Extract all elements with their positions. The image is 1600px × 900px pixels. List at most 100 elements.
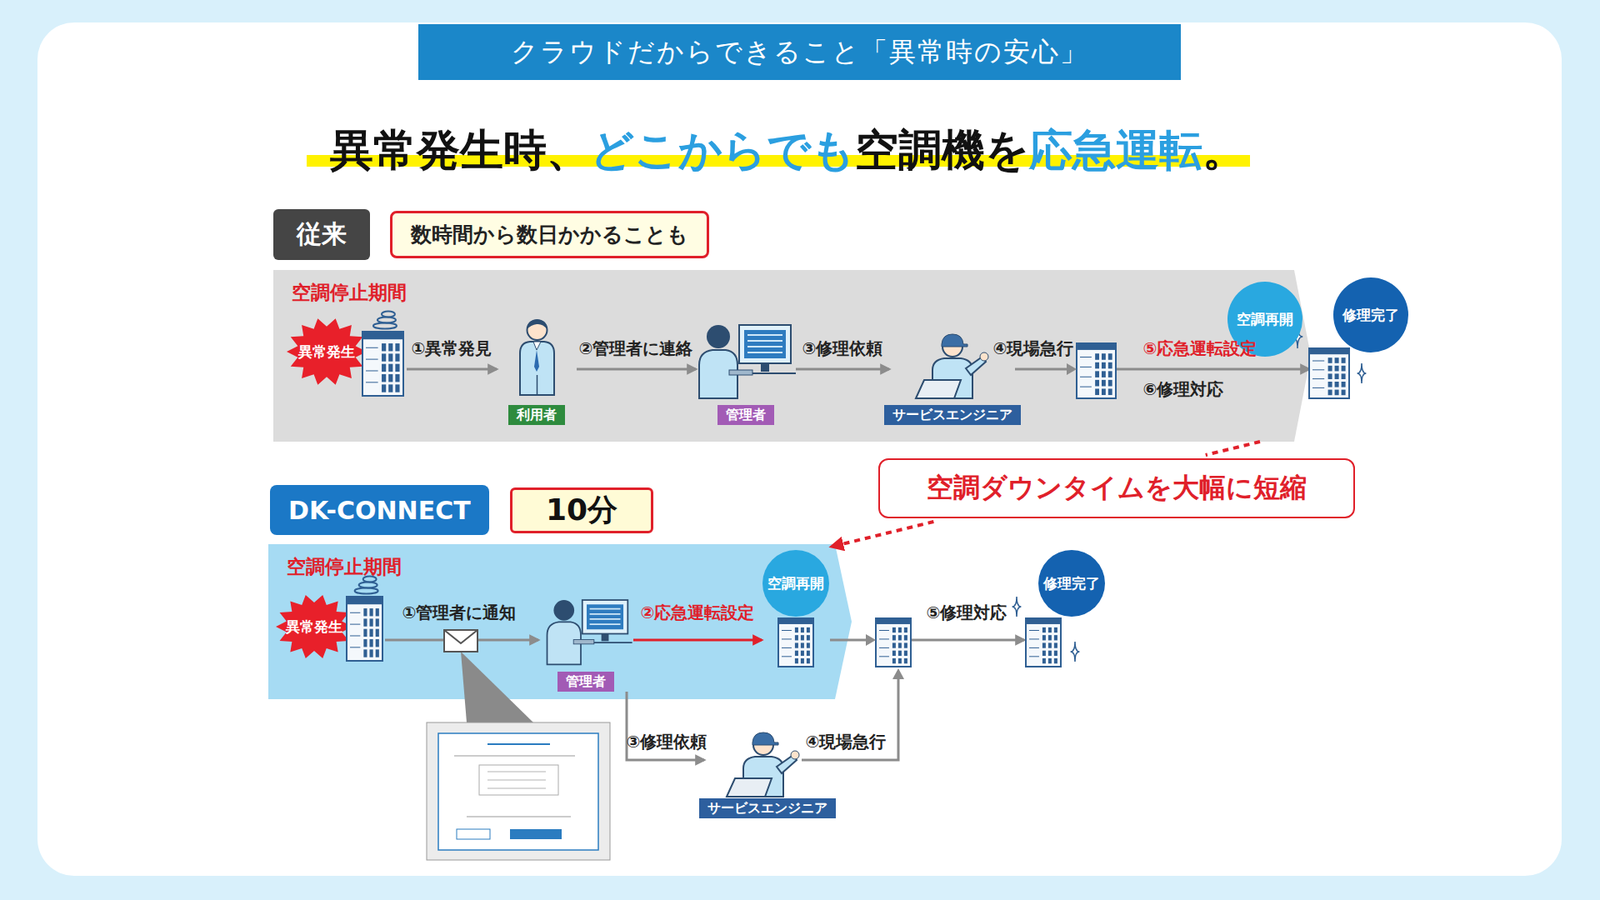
unit-grid xyxy=(1328,381,1333,388)
period-band: 空調停止期間異常発生管理者空調再開 xyxy=(268,544,852,700)
unit-grid xyxy=(898,658,902,664)
unit-line xyxy=(1080,376,1092,378)
node-text: 数時間から数日かかることも xyxy=(410,220,689,249)
unit-top xyxy=(875,618,911,625)
headline-text: 。 xyxy=(1202,125,1246,175)
unit-grid xyxy=(363,608,367,616)
mail-page xyxy=(438,733,599,850)
headline-text: 空調機を xyxy=(855,125,1030,175)
unit-grid xyxy=(892,635,896,640)
unit-grid xyxy=(363,639,367,647)
unit-grid xyxy=(1108,353,1113,360)
mail-info xyxy=(479,765,559,795)
ac-unit xyxy=(778,618,814,667)
unit-grid xyxy=(1101,370,1106,378)
hand xyxy=(790,750,800,760)
time-box: 10分 xyxy=(510,487,654,534)
screen-line xyxy=(590,608,621,610)
unit-body xyxy=(875,618,911,667)
unit-grid xyxy=(375,618,380,626)
unit-grid xyxy=(388,374,393,382)
role-tag: 管理者 xyxy=(695,313,796,425)
panel xyxy=(37,22,1562,876)
unit-grid xyxy=(1328,365,1333,372)
unit-grid xyxy=(1335,365,1340,372)
unit-grid xyxy=(388,364,393,372)
unit-line xyxy=(365,381,379,383)
unit-grid xyxy=(1328,357,1333,364)
status-circle: 空調再開 xyxy=(761,550,830,669)
arrowhead xyxy=(1066,363,1077,375)
unit-grid xyxy=(1042,650,1046,656)
screen-line xyxy=(590,613,621,615)
node-text: サービスエンジニア xyxy=(884,405,1021,425)
unit-body xyxy=(1076,343,1116,399)
unit-line xyxy=(879,638,890,640)
sparkle xyxy=(1357,363,1367,384)
unit-body xyxy=(778,618,814,667)
unit-line xyxy=(1312,360,1325,362)
screen xyxy=(586,604,624,630)
unit-grid xyxy=(800,627,805,633)
manager-icon xyxy=(547,600,633,665)
section-tag: 従来 xyxy=(273,209,370,260)
unit-top xyxy=(1025,618,1061,625)
node-text: サービスエンジニア xyxy=(699,798,836,819)
screen xyxy=(744,330,786,359)
mail-line xyxy=(454,755,575,757)
fault-swirl xyxy=(363,576,377,583)
unit-grid xyxy=(1341,357,1346,364)
unit-grid xyxy=(381,364,386,372)
unit-grid xyxy=(1108,362,1113,370)
unit-grid xyxy=(1335,390,1340,396)
keyboard xyxy=(573,640,595,645)
headline-text: 異常発生時、 xyxy=(330,125,590,175)
step-label: ⑥修理対応 xyxy=(1143,378,1225,401)
unit-grid xyxy=(1048,635,1052,640)
unit-grid xyxy=(395,343,400,351)
mail-button xyxy=(510,829,562,840)
unit-grid xyxy=(388,353,393,361)
monitor xyxy=(582,600,629,634)
unit-grid xyxy=(806,658,810,664)
unit-grid xyxy=(800,650,805,656)
head xyxy=(527,320,548,340)
step-label: ②管理者に連絡 xyxy=(579,337,694,360)
unit-grid xyxy=(363,649,367,657)
node-text: 管理者 xyxy=(557,671,615,692)
unit-grid xyxy=(904,642,908,648)
headline-text: どこからでも xyxy=(590,125,855,175)
arrowhead xyxy=(892,668,905,680)
ac-unit xyxy=(362,311,404,397)
cap xyxy=(752,732,779,745)
flow-arrow xyxy=(830,639,1025,642)
unit-grid xyxy=(795,627,799,633)
unit-grid xyxy=(1101,353,1106,360)
unit-grid xyxy=(375,649,380,657)
unit-line xyxy=(1029,638,1040,640)
unit-grid xyxy=(892,658,896,664)
node-text: 空調再開 xyxy=(762,550,830,617)
status-circle: 修理完了 xyxy=(1309,277,1410,400)
role-tag: 利用者 xyxy=(496,313,577,425)
ac-unit xyxy=(346,576,383,662)
alert-burst-shape xyxy=(286,318,367,385)
head xyxy=(753,735,774,755)
unit-line xyxy=(365,359,379,360)
unit-line xyxy=(781,630,792,631)
unit-body xyxy=(346,596,383,661)
unit-grid xyxy=(1095,380,1100,387)
mail-heading xyxy=(487,743,550,745)
screen-line xyxy=(747,345,783,348)
node-text: 空調停止期間 xyxy=(291,280,407,306)
unit-grid xyxy=(395,353,400,361)
node-text: 従来 xyxy=(296,217,347,252)
fault-swirl xyxy=(359,582,378,589)
flow-arrow xyxy=(576,368,696,371)
mail-line xyxy=(466,815,571,818)
unit-grid xyxy=(370,629,374,637)
unit-grid xyxy=(381,353,386,361)
step-label: ⑤修理対応 xyxy=(926,601,1008,625)
alert-burst: 異常発生 xyxy=(285,308,407,399)
unit-grid xyxy=(892,627,896,633)
